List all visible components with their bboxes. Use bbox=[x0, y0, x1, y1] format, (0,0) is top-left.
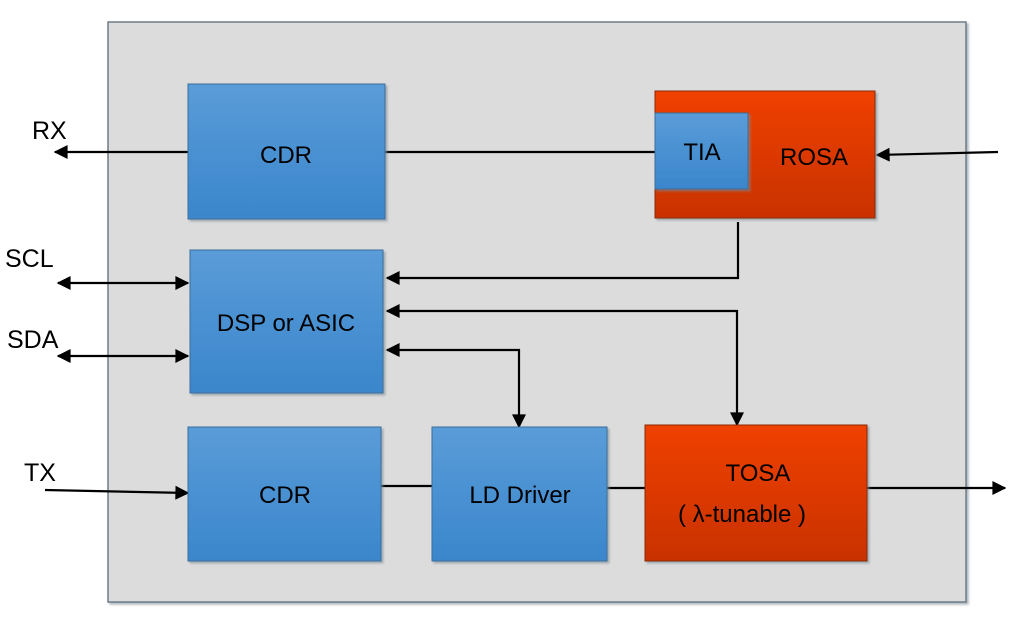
ld-driver-block: LD Driver bbox=[431, 426, 608, 562]
wire-rosa-to-dsp bbox=[385, 222, 740, 285]
tosa-label: TOSA bbox=[726, 460, 791, 487]
rosa-label: ROSA bbox=[780, 144, 848, 171]
tx-port-label: TX bbox=[24, 459, 56, 487]
sda-port-label: SDA bbox=[7, 326, 59, 354]
dsp-asic-label: DSP or ASIC bbox=[217, 310, 355, 337]
tx-cdr-label: CDR bbox=[259, 482, 311, 509]
dsp-asic-block: DSP or ASIC bbox=[189, 249, 384, 394]
scl-port-label: SCL bbox=[5, 245, 54, 273]
ld-driver-label: LD Driver bbox=[469, 482, 570, 509]
rx-cdr-label: CDR bbox=[260, 142, 312, 169]
wire-optical-in bbox=[875, 147, 999, 162]
wires bbox=[44, 145, 1007, 500]
rx-port-label: RX bbox=[32, 117, 67, 145]
wire-tx-in bbox=[44, 485, 190, 500]
tia-label: TIA bbox=[683, 139, 720, 166]
rx-cdr-block: CDR bbox=[187, 83, 386, 220]
tosa-sublabel: ( λ-tunable ) bbox=[678, 501, 806, 528]
tosa-block: TOSA ( λ-tunable ) bbox=[644, 424, 868, 562]
wire-dsp-lddriver bbox=[385, 343, 526, 429]
tx-cdr-block: CDR bbox=[187, 426, 382, 562]
wire-dsp-tosa bbox=[385, 304, 744, 427]
tia-block: TIA bbox=[654, 112, 749, 190]
